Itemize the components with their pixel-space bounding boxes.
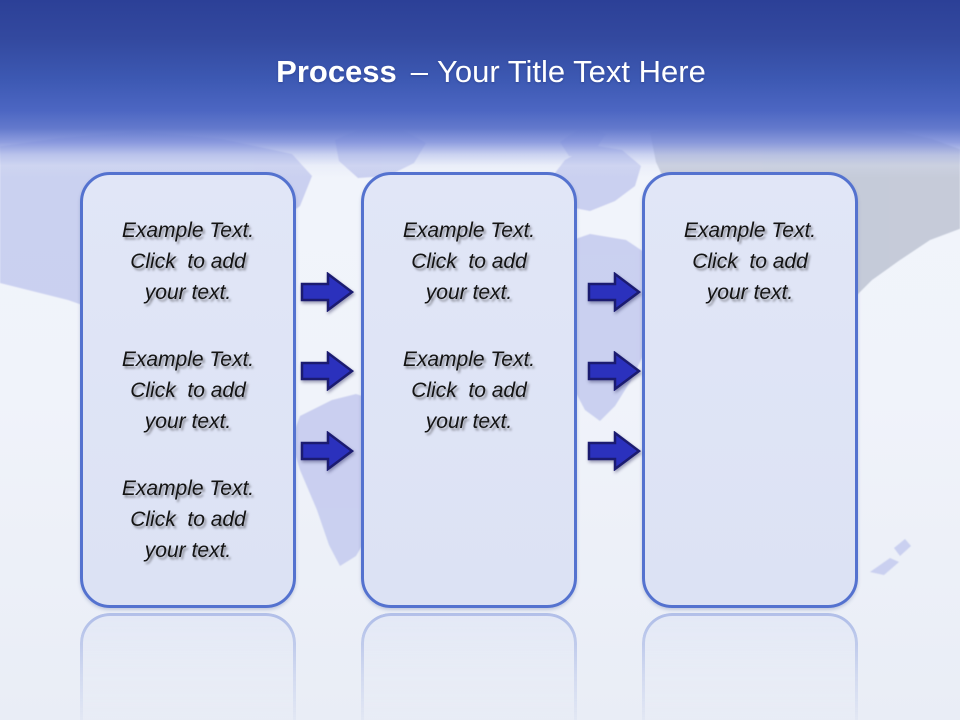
- text-block: Example Text. Click to add your text.: [402, 219, 536, 304]
- page-title: Process–Your Title Text Here: [0, 52, 960, 92]
- box-reflection: [80, 613, 296, 720]
- text-block: Example Text. Click to add your text.: [121, 219, 255, 304]
- arrow-shape: [300, 351, 354, 391]
- process-box-1: Example Text. Click to add your text. Ex…: [80, 172, 296, 608]
- arrow-right-icon: [587, 272, 641, 312]
- arrow-shape: [587, 351, 641, 391]
- arrow-right-icon: [300, 431, 354, 471]
- map-new-zealand: [870, 539, 911, 575]
- box-reflection: [361, 613, 577, 720]
- arrow-shape: [587, 272, 641, 312]
- header-gradient: [0, 0, 960, 178]
- arrow-right-icon: [587, 431, 641, 471]
- text-block: Example Text. Click to add your text.: [402, 348, 536, 433]
- arrow-shape: [300, 431, 354, 471]
- title-subtitle: Your Title Text Here: [437, 54, 706, 89]
- text-block: Example Text. Click to add your text.: [683, 219, 817, 304]
- process-box-3: Example Text. Click to add your text.: [642, 172, 858, 608]
- title-keyword: Process: [276, 54, 397, 89]
- text-block: Example Text. Click to add your text.: [121, 477, 255, 562]
- arrow-shape: [300, 272, 354, 312]
- text-block: Example Text. Click to add your text.: [121, 348, 255, 433]
- arrow-right-icon: [300, 351, 354, 391]
- arrow-right-icon: [587, 351, 641, 391]
- process-box-2: Example Text. Click to add your text. Ex…: [361, 172, 577, 608]
- title-dash: –: [410, 54, 429, 89]
- arrow-right-icon: [300, 272, 354, 312]
- arrow-shape: [587, 431, 641, 471]
- box-reflection: [642, 613, 858, 720]
